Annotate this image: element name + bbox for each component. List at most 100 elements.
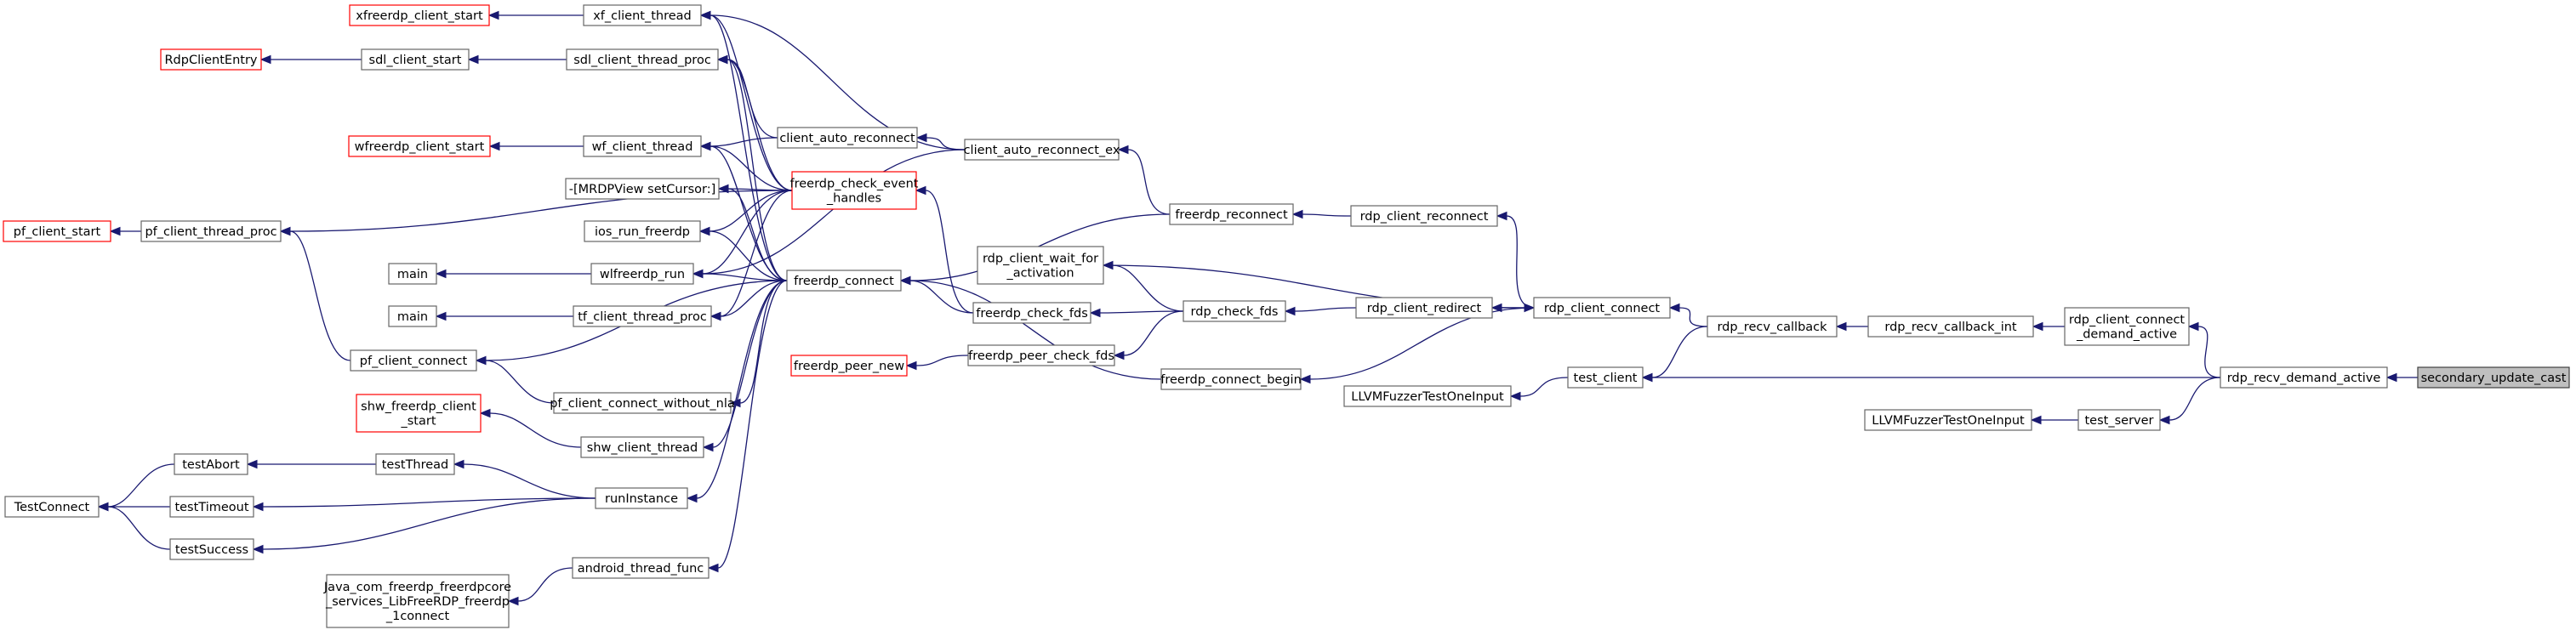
node-label: xf_client_thread xyxy=(593,9,692,23)
node-shw-client-thread[interactable]: shw_client_thread xyxy=(580,436,704,458)
node-android-thread-func[interactable]: android_thread_func xyxy=(572,557,710,579)
node-box xyxy=(786,270,902,292)
node-sdl-client-start[interactable]: sdl_client_start xyxy=(361,48,470,71)
node-llvm-fuzzer-test-one-input-2[interactable]: LLVMFuzzerTestOneInput xyxy=(1864,409,2032,431)
node-pf-client-connect[interactable]: pf_client_connect xyxy=(350,349,477,372)
node-client-auto-reconnect[interactable]: client_auto_reconnect xyxy=(777,127,918,149)
node-wlfreerdp-run[interactable]: wlfreerdp_run xyxy=(590,263,694,285)
node-rdp-recv-callback-int[interactable]: rdp_recv_callback_int xyxy=(1867,315,2034,338)
node-test-timeout[interactable]: testTimeout xyxy=(169,496,254,518)
node-label: sdl_client_start xyxy=(369,54,462,67)
node-box xyxy=(1864,409,2032,431)
node-box xyxy=(388,305,437,327)
edge-n_rdp_client_connect-n_rdp_recv_cb xyxy=(1678,307,1708,327)
node-pf-client-connect-without-nla[interactable]: pf_client_connect_without_nla xyxy=(550,392,735,414)
arrowhead-n_freerdp_check_event-n_freerdp_check_fds xyxy=(915,185,926,196)
node-label: rdp_client_connect xyxy=(1544,302,1661,315)
node-xf-client-thread[interactable]: xf_client_thread xyxy=(583,4,702,26)
node-wf-client-thread[interactable]: wf_client_thread xyxy=(583,135,702,157)
arrowhead-n_sdl_client_thread_proc-n_freerdp_connect xyxy=(716,54,728,65)
node-test-client[interactable]: test_client xyxy=(1567,366,1644,389)
node-rdp-client-redirect[interactable]: rdp_client_redirect xyxy=(1355,297,1493,319)
arrowhead-n_freerdp_check_fds-n_rdp_check_fds xyxy=(1089,308,1101,318)
node-rdp-client-connect-demand-active[interactable]: rdp_client_connect_demand_active xyxy=(2064,307,2190,346)
node-box xyxy=(583,135,702,157)
node-label: rdp_client_connect xyxy=(2069,314,2186,327)
node-freerdp-peer-check-fds[interactable]: freerdp_peer_check_fds xyxy=(967,344,1115,366)
edge-n_freerdp_peer_new-n_freerdp_peer_check_fds xyxy=(915,355,969,366)
node-box xyxy=(583,4,702,26)
node-xfreerdp-client-start[interactable]: xfreerdp_client_start xyxy=(349,4,490,26)
node-secondary-update-cast[interactable]: secondary_update_cast xyxy=(2417,366,2570,389)
arrowhead-n_rdp_client_reconnect-n_rdp_client_connect xyxy=(1496,211,1507,221)
node-pf-client-start[interactable]: pf_client_start xyxy=(3,220,111,242)
node-box xyxy=(349,4,490,26)
node-freerdp-check-event-handles[interactable]: freerdp_check_event_handles xyxy=(790,171,919,210)
node-box xyxy=(972,302,1091,324)
node-freerdp-peer-new[interactable]: freerdp_peer_new xyxy=(790,355,908,377)
edge-n_wf_client_thread-n_freerdp_check_event xyxy=(710,145,793,191)
node-sdl-client-thread-proc[interactable]: sdl_client_thread_proc xyxy=(566,48,719,71)
edge-n_ios_run-n_freerdp_connect xyxy=(709,230,788,281)
node-freerdp-connect[interactable]: freerdp_connect xyxy=(786,270,902,292)
node-client-auto-reconnect-ex[interactable]: client_auto_reconnect_ex xyxy=(964,139,1120,161)
node-ios-run-freerdp[interactable]: ios_run_freerdp xyxy=(584,220,701,242)
node-rdp-client-connect[interactable]: rdp_client_connect xyxy=(1533,297,1671,319)
node-label: rdp_client_redirect xyxy=(1367,302,1482,315)
node-box xyxy=(140,220,282,242)
node-box xyxy=(1533,297,1671,319)
node-shw-freerdp-client-start[interactable]: shw_freerdp_client_start xyxy=(356,394,482,433)
edge-n_freerdp_connect-n_freerdp_connect_begin xyxy=(909,280,1162,380)
node-test-success[interactable]: testSuccess xyxy=(169,538,254,560)
edge-n_xf_client_thread-n_freerdp_connect xyxy=(710,14,788,281)
arrowhead-n_pf_client_start-n_pf_client_thread_proc xyxy=(109,226,121,236)
node-test-abort[interactable]: testAbort xyxy=(174,453,248,475)
arrowhead-n_java_com-n_android_thread_func xyxy=(507,596,519,606)
edge-n_wf_client_thread-n_client_auto_reconnect xyxy=(710,137,778,147)
node-pf-client-thread-proc[interactable]: pf_client_thread_proc xyxy=(140,220,282,242)
node-freerdp-reconnect[interactable]: freerdp_reconnect xyxy=(1169,203,1294,225)
arrowhead-n_xfreerdp_client_start-n_xf_client_thread xyxy=(487,10,499,20)
node-label: TestConnect xyxy=(14,501,90,514)
node-mrdpview-set-cursor[interactable]: -[MRDPView setCursor:] xyxy=(565,178,720,200)
node-box xyxy=(580,436,704,458)
node-box xyxy=(777,127,918,149)
node-wfreerdp-client-start[interactable]: wfreerdp_client_start xyxy=(348,135,491,157)
node-test-connect[interactable]: TestConnect xyxy=(4,496,100,518)
arrowhead-n_rdp_client_connect-n_rdp_wait_activation xyxy=(1524,303,1536,313)
node-label: LLVMFuzzerTestOneInput xyxy=(1351,390,1504,404)
node-freerdp-check-fds[interactable]: freerdp_check_fds xyxy=(972,302,1091,324)
arrowhead-n_android_thread_func-n_freerdp_connect xyxy=(707,563,719,573)
node-label: pf_client_start xyxy=(14,225,101,239)
node-main-2[interactable]: main xyxy=(388,305,437,327)
node-rdp-client-entry[interactable]: RdpClientEntry xyxy=(160,48,262,71)
node-llvm-fuzzer-test-one-input-1[interactable]: LLVMFuzzerTestOneInput xyxy=(1343,385,1512,407)
node-label: -[MRDPView setCursor:] xyxy=(569,183,716,196)
node-label: rdp_client_wait_for xyxy=(983,253,1098,266)
arrowhead-n_wf_client_thread-n_freerdp_connect xyxy=(699,141,711,151)
node-test-thread[interactable]: testThread xyxy=(375,453,455,475)
node-java-com-freerdp-connect[interactable]: Java_com_freerdp_freerdpcore_services_Li… xyxy=(323,574,511,628)
node-rdp-recv-callback[interactable]: rdp_recv_callback xyxy=(1707,315,1838,338)
edge-n_rdp_client_reconnect-n_rdp_client_connect xyxy=(1506,215,1535,309)
node-freerdp-connect-begin[interactable]: freerdp_connect_begin xyxy=(1160,368,1302,390)
node-label: _demand_active xyxy=(2076,328,2177,342)
node-rdp-client-wait-for-activation[interactable]: rdp_client_wait_for_activation xyxy=(977,246,1104,285)
node-label: RdpClientEntry xyxy=(164,54,257,67)
node-tf-client-thread-proc[interactable]: tf_client_thread_proc xyxy=(573,305,712,327)
arrowhead-n_test_client-n_rdp_recv_cb xyxy=(1641,372,1653,383)
node-rdp-client-reconnect[interactable]: rdp_client_reconnect xyxy=(1350,205,1498,227)
edge-n_test_connect-n_test_success xyxy=(107,506,171,550)
node-run-instance[interactable]: runInstance xyxy=(595,487,688,509)
node-rdp-recv-demand-active[interactable]: rdp_recv_demand_active xyxy=(2220,366,2388,389)
node-label: secondary_update_cast xyxy=(2421,372,2567,385)
node-box xyxy=(2064,307,2190,346)
node-rdp-check-fds[interactable]: rdp_check_fds xyxy=(1183,300,1286,322)
node-main-1[interactable]: main xyxy=(388,263,437,285)
node-box xyxy=(1343,385,1512,407)
node-label: _start xyxy=(400,415,436,429)
edge-n_freerdp_check_event-n_freerdp_check_fds xyxy=(925,190,974,314)
node-test-server[interactable]: test_server xyxy=(2077,409,2161,431)
node-box xyxy=(595,487,688,509)
